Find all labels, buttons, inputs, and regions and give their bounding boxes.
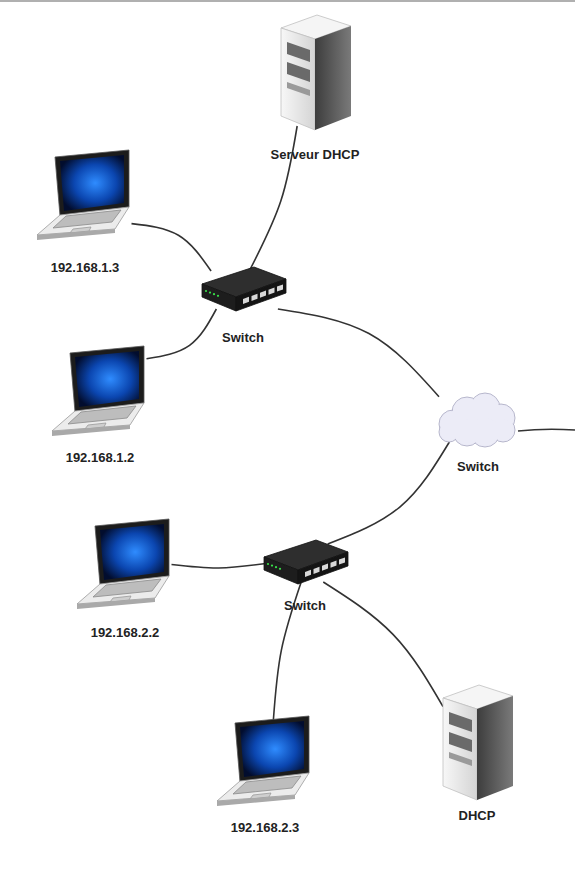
laptop-screen <box>60 155 124 211</box>
laptop-keyboard <box>233 776 301 794</box>
status-led <box>205 290 207 292</box>
status-led <box>279 568 281 570</box>
laptop-screen <box>240 721 304 777</box>
status-led <box>275 566 277 568</box>
laptop-icon <box>73 518 178 613</box>
server-side <box>315 26 351 130</box>
server-slot <box>449 732 472 752</box>
status-led <box>271 565 273 567</box>
status-led <box>209 292 211 294</box>
switch-icon <box>198 265 288 315</box>
switch-front <box>236 279 286 311</box>
laptop-bezel <box>235 716 309 782</box>
switch-port <box>339 557 345 564</box>
switch-side <box>202 284 236 311</box>
laptop-base <box>77 576 169 604</box>
node-label: Switch <box>222 330 264 346</box>
laptop-base <box>217 773 309 801</box>
laptop-screen <box>100 524 164 580</box>
switch-port <box>314 567 320 574</box>
switch-node: Switch <box>198 265 288 315</box>
laptop-edge <box>52 425 130 436</box>
node-label: DHCP <box>459 808 496 824</box>
switch-port <box>331 561 337 568</box>
switch-port <box>305 570 311 577</box>
top-border <box>0 0 575 2</box>
laptop-node: 192.168.1.2 <box>48 345 153 440</box>
server-slot <box>287 82 310 96</box>
laptop-bezel <box>55 150 129 216</box>
switch-port <box>252 294 258 301</box>
switch-port <box>269 288 275 295</box>
node-label: Switch <box>457 459 499 475</box>
laptop-base <box>52 403 144 431</box>
laptop-keyboard <box>93 579 161 597</box>
server-slot <box>449 712 472 732</box>
node-label: 192.168.2.2 <box>91 625 160 641</box>
laptop-node: 192.168.1.3 <box>33 149 138 244</box>
network-cable <box>328 442 450 544</box>
server-slot <box>287 42 310 62</box>
network-cable <box>323 582 443 707</box>
server-slot <box>449 752 472 766</box>
laptop-keyboard <box>68 406 136 424</box>
laptop-edge <box>37 229 115 240</box>
laptop-bezel <box>70 346 144 412</box>
laptop-icon <box>48 345 153 440</box>
node-label: 192.168.1.2 <box>66 450 135 466</box>
laptop-screen <box>75 351 139 407</box>
node-label: 192.168.2.3 <box>231 820 300 836</box>
server-node: DHCP <box>437 682 517 802</box>
switch-icon <box>260 538 350 588</box>
laptop-icon <box>33 149 138 244</box>
switch-port <box>277 284 283 291</box>
status-led <box>217 295 219 297</box>
laptop-bezel <box>95 519 169 585</box>
server-front <box>281 28 315 130</box>
laptop-icon <box>213 715 318 810</box>
network-cable <box>132 224 212 271</box>
cloud-node: Switch <box>433 388 523 448</box>
switch-front <box>298 552 348 584</box>
switch-port <box>243 297 249 304</box>
network-cable <box>172 563 267 568</box>
network-cable <box>278 309 439 397</box>
switch-node: Switch <box>260 538 350 588</box>
status-led <box>267 563 269 565</box>
node-label: Serveur DHCP <box>271 147 360 163</box>
server-side <box>477 696 513 800</box>
outgoing-wire <box>518 429 575 431</box>
laptop-base <box>37 207 129 235</box>
cloud-icon <box>433 388 523 448</box>
laptop-node: 192.168.2.3 <box>213 715 318 810</box>
network-cable <box>147 309 217 359</box>
laptop-edge <box>77 598 155 609</box>
laptop-keyboard <box>53 210 121 228</box>
server-icon <box>275 12 355 132</box>
laptop-node: 192.168.2.2 <box>73 518 178 613</box>
status-led <box>213 293 215 295</box>
server-slot <box>287 62 310 82</box>
server-node: Serveur DHCP <box>275 12 355 132</box>
switch-side <box>264 557 298 584</box>
laptop-edge <box>217 795 295 806</box>
server-front <box>443 698 477 800</box>
node-label: Switch <box>284 598 326 614</box>
node-label: 192.168.1.3 <box>51 260 120 276</box>
cloud-fill <box>440 423 458 441</box>
server-icon <box>437 682 517 802</box>
switch-port <box>322 564 328 571</box>
switch-port <box>260 291 266 298</box>
